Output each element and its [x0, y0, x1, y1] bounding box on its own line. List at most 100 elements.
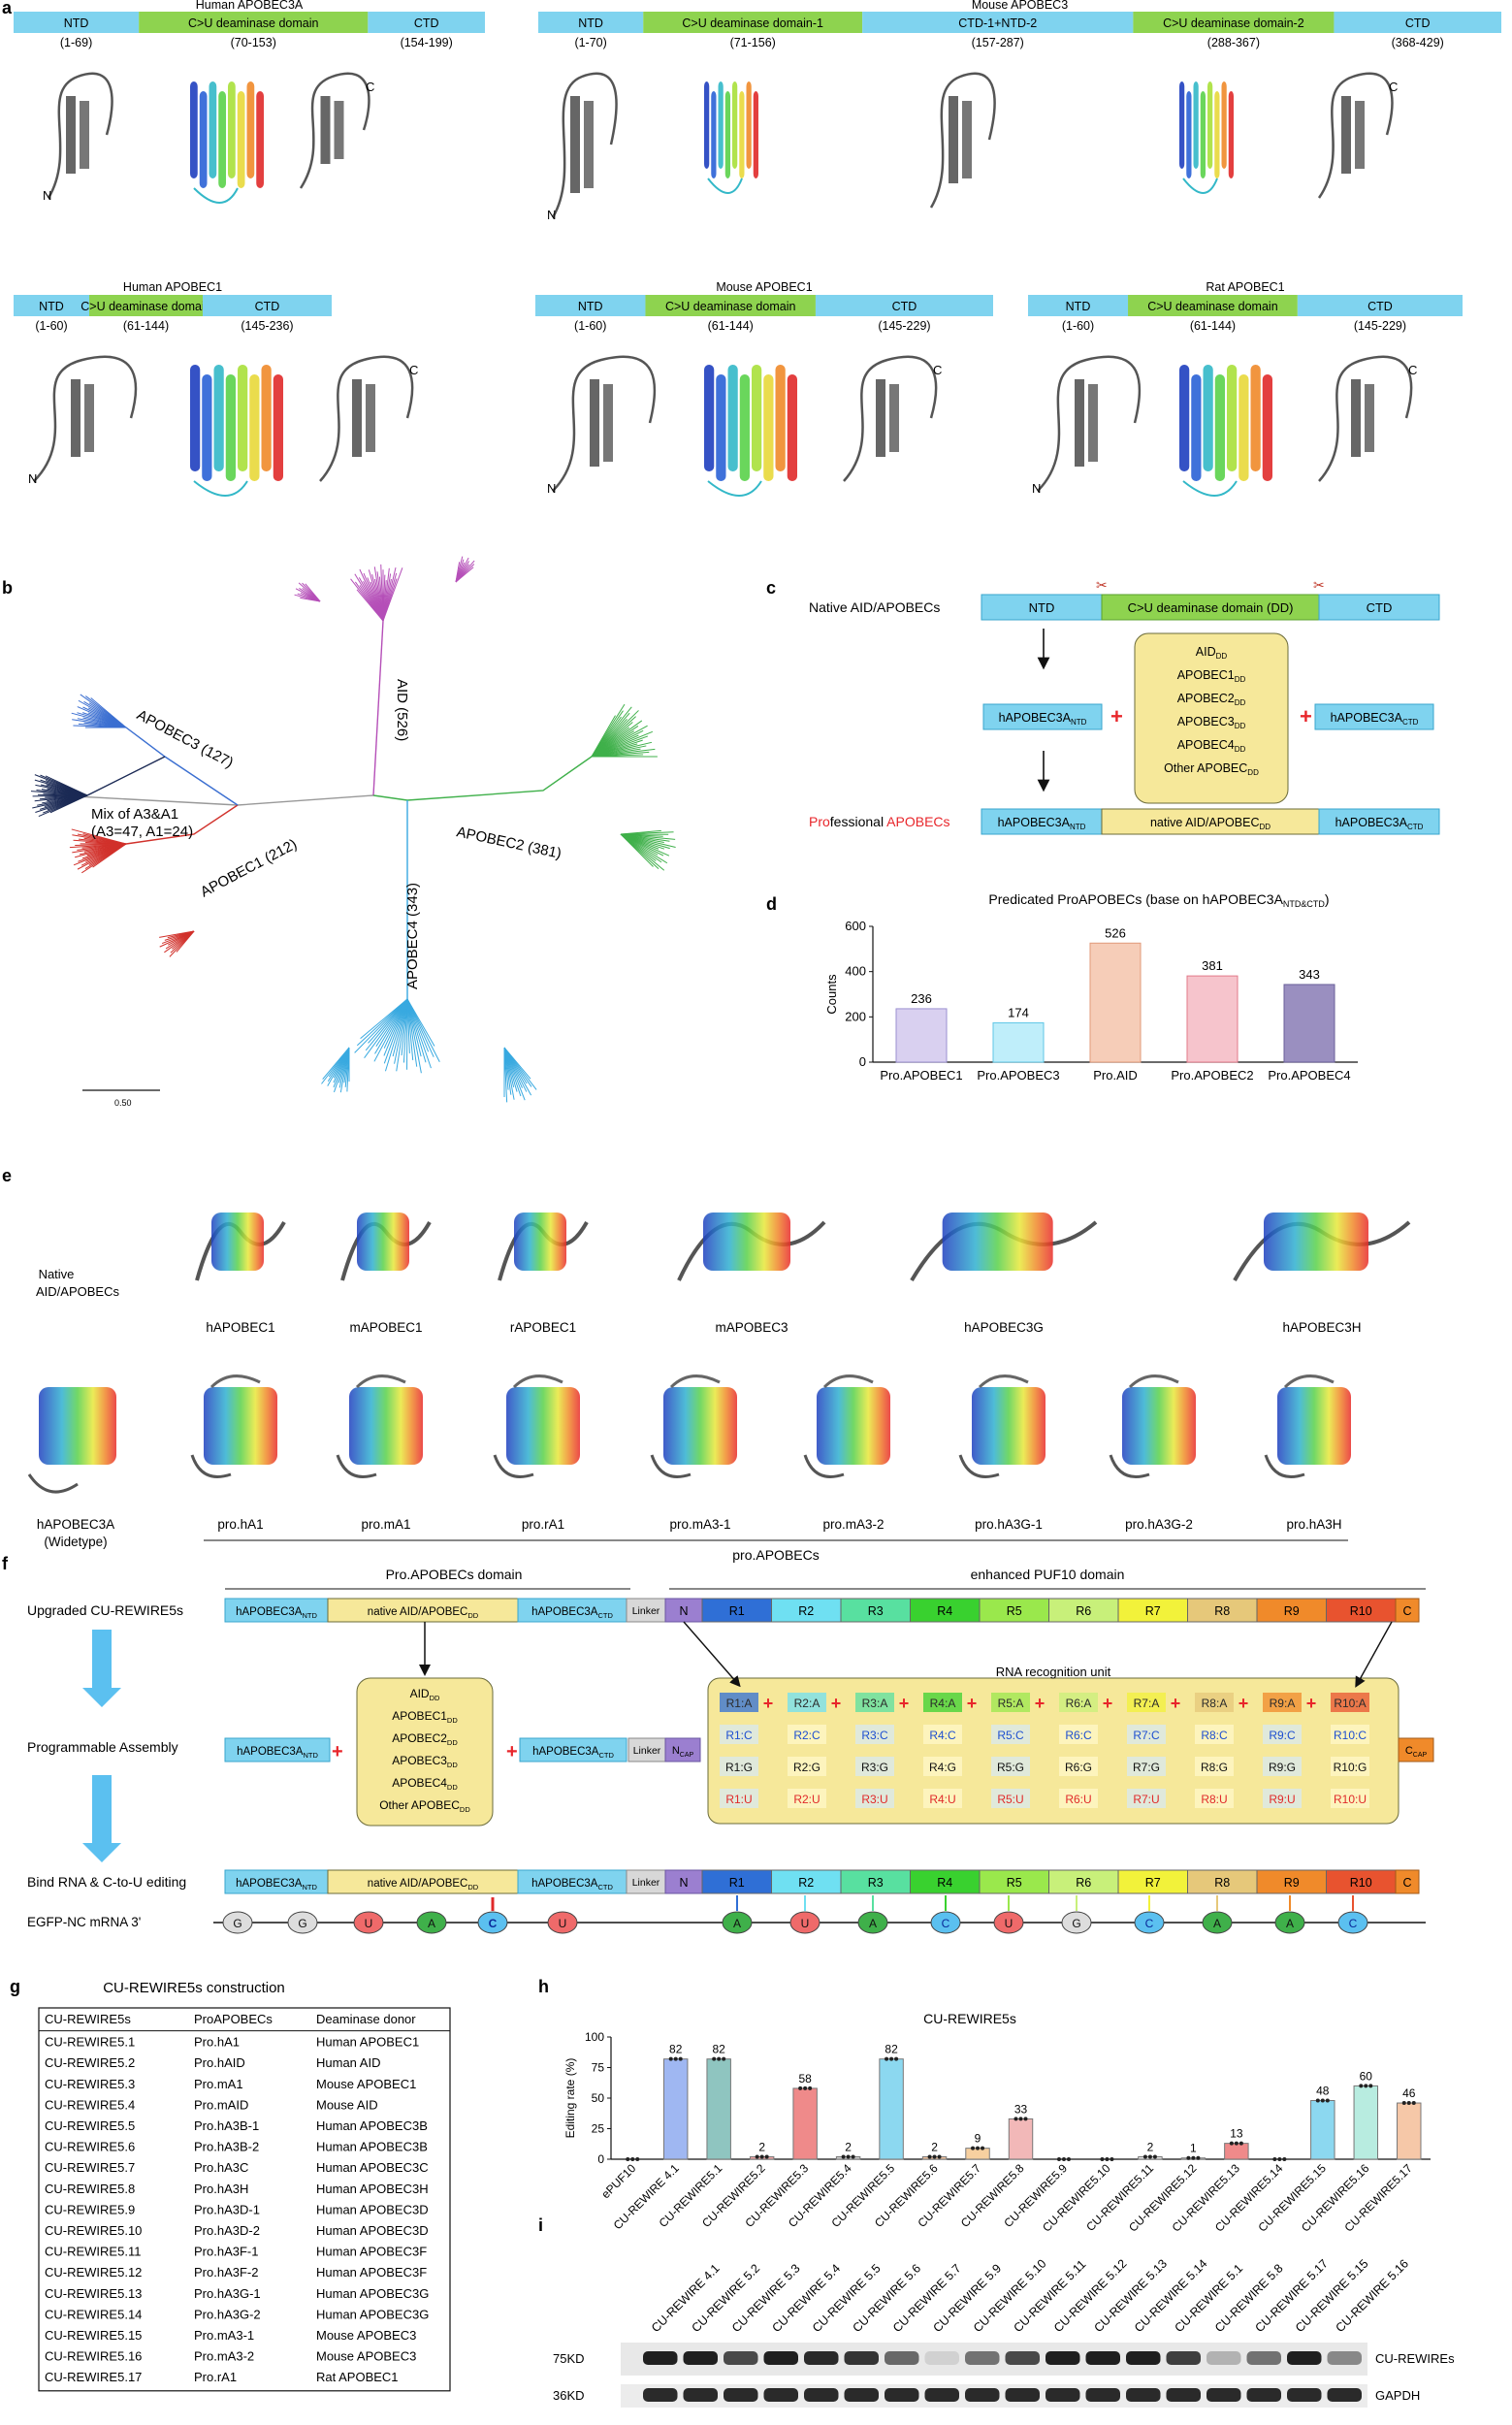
- bar-value-label: 48: [1316, 2085, 1330, 2098]
- table-cell: CU-REWIRE5.6: [45, 2140, 135, 2154]
- replicate-dot: [1359, 2084, 1364, 2088]
- n-terminus-label: N: [28, 471, 37, 486]
- ctd-label: hAPOBEC3ACTD: [531, 1878, 613, 1892]
- rru-cell: [1263, 1693, 1302, 1712]
- rru-cell-label: R3:G: [861, 1761, 888, 1774]
- protein-structure-image: [319, 355, 414, 482]
- chart-title: Predicated ProAPOBECs (base on hAPOBEC3A…: [988, 891, 1329, 909]
- bar: [992, 1021, 1045, 1063]
- lane-label: CU-REWIRE 5.11: [1011, 2257, 1088, 2335]
- replicate-dot: [889, 2056, 894, 2061]
- dd-option: APOBEC2DD: [1177, 692, 1246, 707]
- dd-option: APOBEC3DD: [1177, 715, 1246, 730]
- lane-label: CU-REWIRE 5.10: [971, 2256, 1049, 2335]
- repeat-segment: [840, 1598, 911, 1623]
- table-cell: Pro.rA1: [194, 2370, 237, 2384]
- repeat-label: R6: [1076, 1876, 1091, 1890]
- y-axis-label: Counts: [824, 974, 839, 1015]
- replicate-dot: [1013, 2117, 1018, 2121]
- replicate-dot: [1364, 2084, 1368, 2088]
- domain-segment: [89, 295, 203, 316]
- blot-band: [1166, 2351, 1201, 2365]
- bar: [1089, 942, 1142, 1063]
- repeat-segment: [771, 1869, 842, 1894]
- table-cell: Pro.hA3B-1: [194, 2118, 259, 2133]
- nucleotide-label: G: [233, 1917, 241, 1930]
- replicate-dot: [1110, 2157, 1114, 2161]
- c-terminus-label: C: [1389, 80, 1398, 94]
- panel-c-pro-apobec-design: Native AID/APOBECs NTD C>U deaminase dom…: [809, 577, 1440, 835]
- replicate-dot: [808, 2086, 813, 2090]
- blot-band: [1005, 2388, 1040, 2402]
- table-header: CU-REWIRE5s: [45, 2012, 131, 2026]
- repeat-segment: [979, 1598, 1049, 1623]
- protein-structure-image: [552, 355, 657, 492]
- domain-label: CTD: [255, 300, 280, 313]
- domain-range: (61-144): [708, 319, 754, 333]
- nucleotide-label: G: [298, 1917, 306, 1930]
- replicate-dot: [1196, 2155, 1201, 2160]
- protein-structure-image: [299, 72, 370, 189]
- table-cell: Pro.hA3G-2: [194, 2307, 261, 2321]
- table-cell: CU-REWIRE5.11: [45, 2245, 141, 2259]
- replicate-dot: [1277, 2157, 1282, 2161]
- nucleotide: [1337, 1911, 1368, 1934]
- protein-structure-image: [190, 81, 264, 204]
- replicate-dot: [841, 2154, 846, 2159]
- linker-label: Linker: [633, 1745, 661, 1757]
- rru-cell: [923, 1757, 962, 1776]
- c-cap-label: C: [1402, 1876, 1411, 1890]
- replicate-dot: [1229, 2141, 1234, 2146]
- table-cell: Pro.hA3B-2: [194, 2140, 259, 2154]
- structure-image: [1264, 1374, 1351, 1478]
- domain-range: (61-144): [1190, 319, 1236, 333]
- row-label: Bind RNA & C-to-U editing: [27, 1874, 186, 1890]
- blot-band: [1206, 2351, 1241, 2365]
- plus-icon: +: [1306, 1694, 1317, 1713]
- replicate-dot: [1191, 2155, 1196, 2160]
- nucleotide: [1061, 1911, 1092, 1934]
- protein-structure-image: [1179, 365, 1272, 497]
- table-cell: Human APOBEC3C: [316, 2160, 429, 2175]
- rru-cell-label: R6:A: [1066, 1697, 1092, 1710]
- protein-name: Mouse APOBEC3: [972, 0, 1068, 12]
- rru-cell: [1059, 1725, 1098, 1744]
- blot-band: [1085, 2351, 1120, 2365]
- final-dd: native AID/APOBECDD: [1150, 816, 1271, 831]
- protein-structure-image: [1317, 72, 1394, 199]
- blot-band: [683, 2351, 718, 2365]
- repeat-label: R7: [1145, 1876, 1161, 1890]
- lane-label: CU-REWIRE 5.7: [890, 2261, 964, 2335]
- structure-image: [195, 1212, 286, 1281]
- structure-image: [336, 1374, 423, 1478]
- table-cell: Human APOBEC3F: [316, 2245, 427, 2259]
- x-tick-label: ePUF10: [598, 2161, 638, 2201]
- blot-band: [1206, 2388, 1241, 2402]
- dd-option: APOBEC2DD: [392, 1731, 458, 1747]
- plus-icon: +: [1103, 1694, 1113, 1713]
- x-tick-label: Pro.APOBEC1: [880, 1068, 962, 1083]
- rru-cell: [788, 1789, 826, 1808]
- replicate-dot: [1147, 2154, 1152, 2159]
- domain-segment: [1133, 12, 1335, 33]
- rru-cell: [1331, 1757, 1369, 1776]
- structure-image: [27, 1387, 116, 1494]
- bar: [1283, 984, 1335, 1063]
- dd-option: APOBEC3DD: [392, 1754, 458, 1769]
- mrna-label: EGFP-NC mRNA 3': [27, 1915, 141, 1929]
- structure-label: pro.mA1: [361, 1517, 410, 1532]
- bar: [792, 2087, 818, 2160]
- domain-range: (157-287): [972, 36, 1024, 49]
- bar-value-label: 526: [1105, 925, 1126, 940]
- bar: [1353, 2085, 1379, 2160]
- lane-label: CU-REWIRE 5.4: [769, 2261, 843, 2335]
- table-cell: Mouse APOBEC3: [316, 2328, 416, 2343]
- replicate-dot: [976, 2146, 981, 2150]
- rru-cell-label: R8:A: [1202, 1697, 1228, 1710]
- protein-name: Human APOBEC3A: [196, 0, 304, 12]
- replicate-dot: [1061, 2157, 1066, 2161]
- rru-cell: [1127, 1725, 1166, 1744]
- c-terminus-label: C: [1408, 363, 1417, 377]
